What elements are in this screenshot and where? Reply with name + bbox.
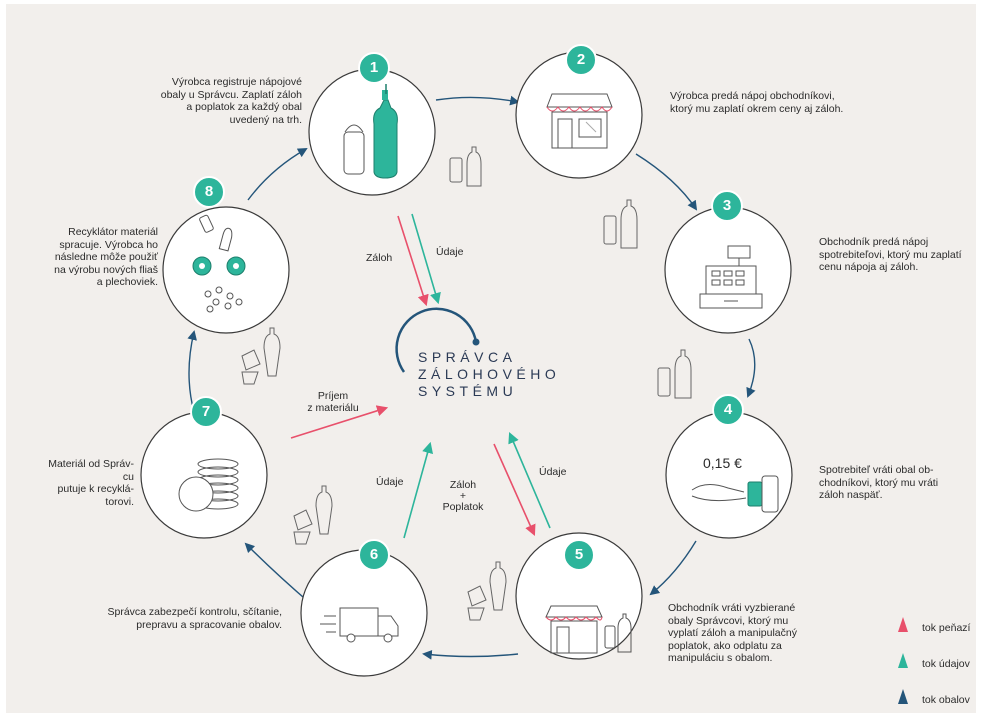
money-arrow-zaloh-in bbox=[397, 215, 429, 307]
package-clusters bbox=[241, 146, 692, 621]
package-cluster-7-8 bbox=[241, 327, 281, 385]
step-circle-3 bbox=[664, 206, 792, 334]
center-title-line-2: ZÁLOHOVÉHO bbox=[418, 366, 561, 382]
step-circle-4 bbox=[665, 411, 793, 539]
step-badge-8: 8 bbox=[193, 176, 225, 208]
step-badge-3: 3 bbox=[711, 190, 743, 222]
coin-stack-icon bbox=[178, 458, 239, 512]
step-text-3: Obchodník predá nápoj spotrebiteľovi, kt… bbox=[819, 236, 962, 273]
center-title-line-3: SYSTÉMU bbox=[418, 383, 518, 399]
step-badge-6: 6 bbox=[358, 539, 390, 571]
step-text-1: Výrobca registruje nápojové obaly u Sprá… bbox=[160, 76, 302, 126]
flow-label-zaloh-top: Záloh bbox=[366, 252, 393, 264]
flow-label-udaje-left: Údaje bbox=[376, 476, 404, 488]
step-badge-4: 4 bbox=[712, 394, 744, 426]
legend-marker-data bbox=[898, 653, 908, 668]
step-circle-1 bbox=[308, 68, 436, 196]
step-badge-2: 2 bbox=[565, 44, 597, 76]
data-arrow-udaje-left bbox=[403, 441, 434, 539]
step-text-4: Spotrebiteľ vráti obal ob- chodníkovi, k… bbox=[819, 464, 939, 501]
center-cycle-arc bbox=[395, 307, 480, 373]
package-cluster-5-6 bbox=[467, 561, 507, 621]
legend-label-money: tok peňazí bbox=[922, 622, 971, 634]
hand-return-icon bbox=[691, 475, 779, 513]
legend-label-data: tok údajov bbox=[922, 658, 970, 670]
recycling-icon bbox=[192, 214, 246, 313]
bottles-icon bbox=[343, 84, 398, 179]
package-cluster-2-3 bbox=[603, 199, 638, 249]
flow-diagram bbox=[140, 51, 908, 704]
package-cluster-3-4 bbox=[657, 349, 692, 399]
money-arrow-zaloh-poplatok bbox=[493, 443, 536, 537]
step-circle-5 bbox=[515, 532, 643, 660]
step-badge-7: 7 bbox=[190, 396, 222, 428]
step-text-8: Recyklátor materiál spracuje. Výrobca ho… bbox=[54, 226, 158, 288]
money-arrow-prijem bbox=[290, 405, 389, 439]
data-arrow-udaje-right bbox=[508, 431, 551, 529]
legend-marker-packaging bbox=[898, 689, 908, 704]
shop-icon bbox=[546, 93, 613, 149]
package-cluster-1-2 bbox=[449, 146, 482, 187]
diagram-stage: 1 2 3 4 5 6 7 8 Výrobca registruje nápoj… bbox=[6, 4, 976, 713]
legend-markers bbox=[898, 617, 908, 704]
shop-bottles-icon bbox=[545, 605, 632, 654]
step-text-7: Materiál od Správ- cu putuje k recyklá- … bbox=[48, 458, 134, 508]
flow-label-zaloh-poplatok: Záloh + Poplatok bbox=[442, 479, 484, 513]
step-circle-8 bbox=[162, 206, 290, 334]
cash-register-icon bbox=[699, 245, 763, 309]
truck-icon bbox=[320, 607, 399, 643]
flow-label-udaje-top: Údaje bbox=[436, 246, 464, 258]
step-circle-6 bbox=[300, 549, 428, 677]
flow-label-udaje-right: Údaje bbox=[539, 466, 567, 478]
step-text-2: Výrobca predá nápoj obchodníkovi, ktorý … bbox=[670, 90, 844, 115]
step-badge-1: 1 bbox=[358, 52, 390, 84]
price-label: 0,15 € bbox=[703, 455, 742, 471]
step-text-6: Správca zabezpečí kontrolu, sčítanie, pr… bbox=[107, 606, 282, 631]
package-cluster-6-7 bbox=[293, 485, 333, 545]
data-arrow-udaje-in bbox=[411, 213, 441, 305]
legend-marker-money bbox=[898, 617, 908, 632]
step-badge-5: 5 bbox=[563, 539, 595, 571]
legend-label-packaging: tok obalov bbox=[922, 694, 970, 706]
step-circle-7 bbox=[140, 411, 268, 539]
step-text-5: Obchodník vráti vyzbierané obaly Správco… bbox=[668, 602, 797, 664]
flow-label-prijem: Príjem z materiálu bbox=[307, 390, 359, 414]
step-circles bbox=[140, 51, 793, 677]
center-flow-arrows bbox=[290, 213, 551, 539]
center-title-line-1: SPRÁVCA bbox=[418, 349, 517, 365]
